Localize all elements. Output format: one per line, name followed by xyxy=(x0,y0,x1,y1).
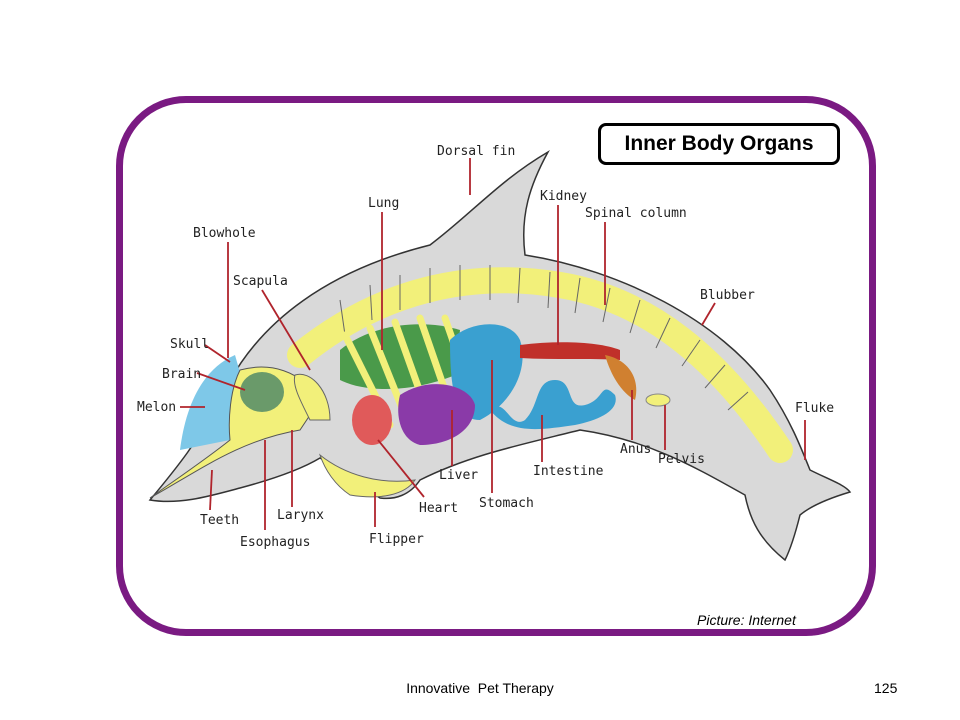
page-number: 125 xyxy=(874,680,898,696)
label-kidney: Kidney xyxy=(540,189,587,204)
scapula-organ xyxy=(293,373,331,421)
vertebrae xyxy=(339,265,749,411)
flipper-organ xyxy=(318,453,417,498)
label-spinal-column: Spinal column xyxy=(585,206,687,221)
label-lung: Lung xyxy=(368,196,399,211)
label-esophagus: Esophagus xyxy=(240,535,310,550)
heart-organ xyxy=(352,395,392,445)
kidney-organ xyxy=(520,342,620,360)
label-liver: Liver xyxy=(439,468,478,483)
brain-organ xyxy=(240,372,284,412)
label-heart: Heart xyxy=(419,501,458,516)
label-larynx: Larynx xyxy=(277,508,324,523)
intestine-organ xyxy=(490,380,616,430)
label-stomach: Stomach xyxy=(479,496,534,511)
label-scapula: Scapula xyxy=(233,274,288,289)
label-skull: Skull xyxy=(170,337,209,352)
anus-organ xyxy=(605,355,637,400)
label-blubber: Blubber xyxy=(700,288,755,303)
label-brain: Brain xyxy=(162,367,201,382)
label-fluke: Fluke xyxy=(795,401,834,416)
label-blowhole: Blowhole xyxy=(193,226,256,241)
label-intestine: Intestine xyxy=(533,464,604,479)
diagram-title: Inner Body Organs xyxy=(598,123,840,165)
picture-credit: Picture: Internet xyxy=(697,612,796,628)
pelvis-organ xyxy=(645,393,671,407)
label-melon: Melon xyxy=(137,400,176,415)
label-teeth: Teeth xyxy=(200,513,239,528)
spinal-column-organ xyxy=(287,267,793,463)
label-anus: Anus xyxy=(620,442,651,457)
footer-text: Innovative Pet Therapy xyxy=(406,680,554,696)
label-pelvis: Pelvis xyxy=(658,452,705,467)
melon-organ xyxy=(180,355,245,450)
leader-lines xyxy=(180,158,806,530)
label-dorsal-fin: Dorsal fin xyxy=(437,144,515,159)
liver-organ xyxy=(398,384,475,445)
label-flipper: Flipper xyxy=(369,532,424,547)
